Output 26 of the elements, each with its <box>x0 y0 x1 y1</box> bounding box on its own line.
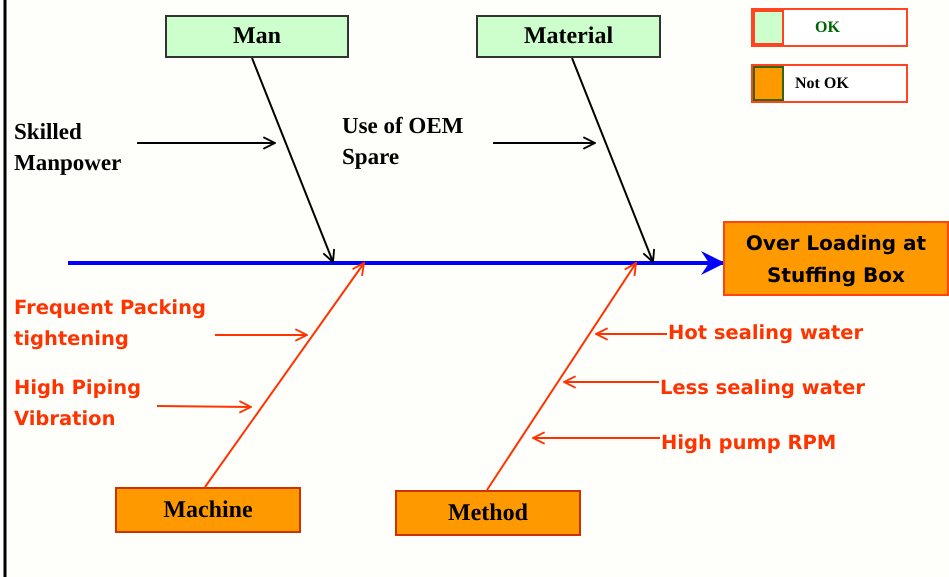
arrow <box>137 136 276 150</box>
arrow <box>595 327 667 341</box>
cause-text: Use of OEM Spare <box>342 110 492 172</box>
category-box: Machine <box>115 487 301 533</box>
category-box: Material <box>476 15 661 58</box>
arrow <box>68 251 725 275</box>
cause-text: Skilled Manpower <box>14 116 136 178</box>
arrow <box>493 136 596 150</box>
arrow <box>486 262 637 491</box>
cause-text: High pump RPM <box>661 427 871 458</box>
cause-text: Hot sealing water <box>668 317 908 348</box>
arrow <box>215 328 308 342</box>
category-box: Man <box>165 15 349 58</box>
effect-box: Over Loading at Stuffing Box <box>723 221 949 296</box>
legend-label: OK <box>815 19 840 37</box>
arrow <box>204 262 365 488</box>
arrow <box>251 58 336 263</box>
cause-text: High Piping Vibration <box>14 372 156 434</box>
arrow <box>563 375 659 389</box>
arrow <box>156 400 252 414</box>
category-box: Method <box>395 490 581 536</box>
arrow <box>532 431 660 445</box>
cause-text: Less sealing water <box>660 372 908 403</box>
cause-text: Frequent Packing tightening <box>14 292 214 354</box>
legend-label: Not OK <box>795 75 849 93</box>
arrow <box>571 58 656 263</box>
